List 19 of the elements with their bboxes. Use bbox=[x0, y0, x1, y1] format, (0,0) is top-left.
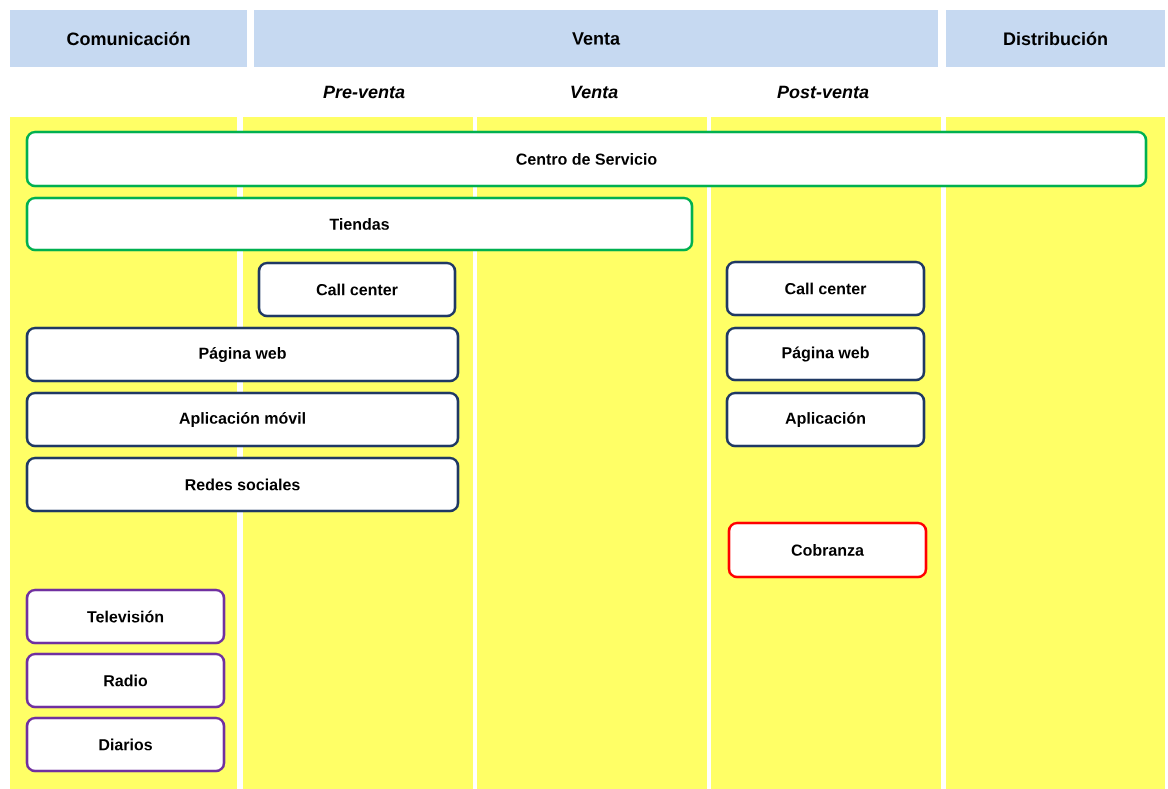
channel-box: Redes sociales bbox=[25, 456, 460, 513]
channel-box: Cobranza bbox=[727, 521, 928, 579]
channel-box: Aplicación móvil bbox=[25, 391, 460, 448]
channel-box: Televisión bbox=[25, 588, 226, 645]
channel-box: Call center bbox=[725, 260, 926, 317]
channel-box: Centro de Servicio bbox=[25, 130, 1148, 188]
stage-label: Post-venta bbox=[777, 85, 869, 99]
stage-label: Venta bbox=[571, 85, 618, 99]
channel-box: Página web bbox=[725, 326, 926, 382]
column-header: Comunicación bbox=[10, 10, 247, 67]
channel-box: Aplicación bbox=[725, 391, 926, 448]
channel-box: Tiendas bbox=[25, 196, 694, 252]
column-header: Venta bbox=[254, 10, 938, 67]
channel-box: Página web bbox=[25, 326, 460, 383]
channel-box: Radio bbox=[25, 652, 226, 709]
column-header: Distribución bbox=[946, 10, 1165, 67]
channel-box: Call center bbox=[257, 261, 457, 318]
channel-box: Diarios bbox=[25, 716, 226, 773]
stage-label: Pre-venta bbox=[323, 85, 405, 99]
